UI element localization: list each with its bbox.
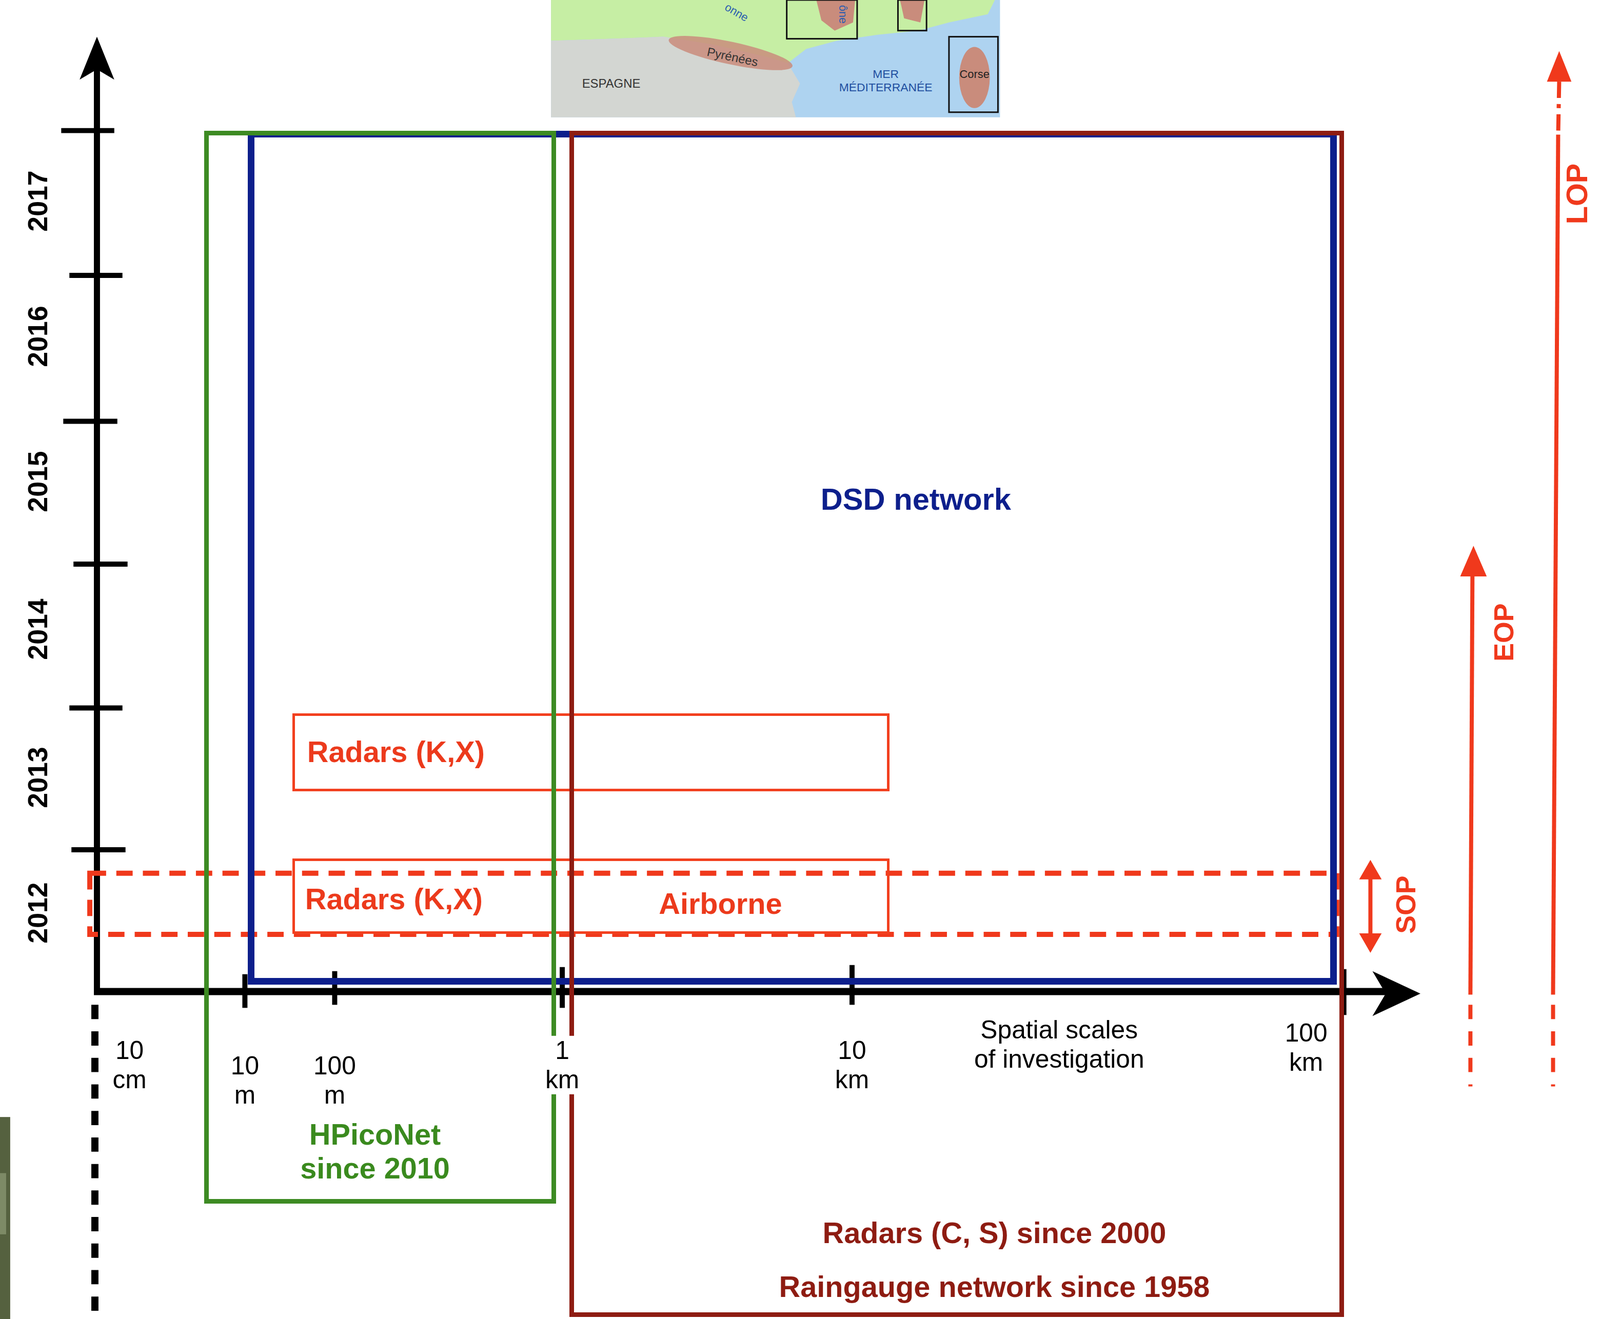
scale-label: 100 m xyxy=(309,1051,361,1110)
phase-label: EOP xyxy=(1488,603,1520,662)
phase-label: LOP xyxy=(1562,163,1593,225)
scale-label: 10 m xyxy=(224,1051,266,1110)
year-label: 2014 xyxy=(22,599,54,661)
map-spain xyxy=(550,36,800,118)
map-label: ESPAGNE xyxy=(582,76,641,91)
map-mountains xyxy=(816,0,856,31)
lop-arrow-dashed xyxy=(1551,1004,1556,1087)
year-tick xyxy=(61,128,114,134)
year-label: 2015 xyxy=(22,450,54,512)
operational-network-box: Radars (C, S) since 2000Raingauge networ… xyxy=(569,130,1345,1318)
box-title: Radars (K,X) xyxy=(307,735,485,769)
scale-label: 100 km xyxy=(1275,1018,1337,1078)
lop-arrow-dashdot xyxy=(1557,81,1559,135)
sop-arrowhead xyxy=(1359,933,1382,954)
axis-title: Spatial scales of investigation xyxy=(970,1015,1149,1075)
year-tick xyxy=(71,847,126,853)
eop-arrow-dashed xyxy=(1468,1004,1473,1087)
y-axis-arrowhead xyxy=(79,36,115,81)
lop-arrow xyxy=(1552,134,1558,996)
scale-label: 10 cm xyxy=(109,1035,151,1095)
map-island xyxy=(959,47,991,109)
box-title: Radars (C, S) since 2000 xyxy=(822,1216,1167,1251)
scale-tick xyxy=(559,967,565,1009)
sop-double-arrow xyxy=(1368,875,1373,939)
y-axis-dashed-extension xyxy=(91,1004,99,1312)
map-region-box xyxy=(949,36,998,113)
sop-period-band xyxy=(89,873,1337,935)
x-axis xyxy=(93,988,1398,996)
year-label: 2016 xyxy=(22,306,54,368)
river-label: ône xyxy=(837,5,849,25)
radar-airborne-box: Radars (K,X) Airborne xyxy=(292,858,890,935)
year-label: 2012 xyxy=(22,882,54,944)
photo-fragment xyxy=(0,1173,7,1235)
box-title: Airborne xyxy=(658,886,782,921)
sop-arrowhead xyxy=(1359,860,1382,880)
map-mountains xyxy=(666,28,795,77)
scale-tick xyxy=(849,965,855,1006)
eop-arrowhead xyxy=(1459,545,1487,577)
box-title: Radars (K,X) xyxy=(305,881,483,916)
year-tick xyxy=(69,705,123,711)
scale-label: 10 km xyxy=(828,1035,876,1095)
scale-tick xyxy=(331,971,338,1006)
year-tick xyxy=(73,561,128,567)
scale-tick xyxy=(242,974,248,1009)
photo-fragment xyxy=(0,1117,11,1319)
box-title: Raingauge network since 1958 xyxy=(779,1270,1211,1305)
box-title: DSD network xyxy=(820,481,1012,518)
map-label: Corse xyxy=(959,68,990,82)
map-region-box xyxy=(897,0,927,31)
box-title: HPicoNet since 2010 xyxy=(287,1117,463,1186)
y-axis xyxy=(93,67,101,992)
scale-label: 1 km xyxy=(541,1035,583,1095)
lop-arrowhead xyxy=(1547,50,1572,82)
year-label: 2013 xyxy=(22,746,54,808)
x-axis-arrowhead xyxy=(1372,971,1420,1017)
hpiconet-box: HPicoNet since 2010 xyxy=(204,130,557,1205)
map-mountains xyxy=(899,0,925,23)
map-region-box xyxy=(786,0,858,39)
phase-label: SOP xyxy=(1390,876,1422,935)
map-label: MER MÉDITERRANÉE xyxy=(833,67,939,95)
year-tick xyxy=(69,272,123,279)
year-label: 2017 xyxy=(22,170,54,232)
radar-box: Radars (K,X) xyxy=(292,713,890,792)
year-tick xyxy=(63,419,117,425)
map-sea xyxy=(550,0,1000,118)
dsd-network-box: DSD networkRadars (K,X) Radars (K,X) Airbo… xyxy=(247,130,1337,985)
eop-arrow xyxy=(1470,573,1473,996)
